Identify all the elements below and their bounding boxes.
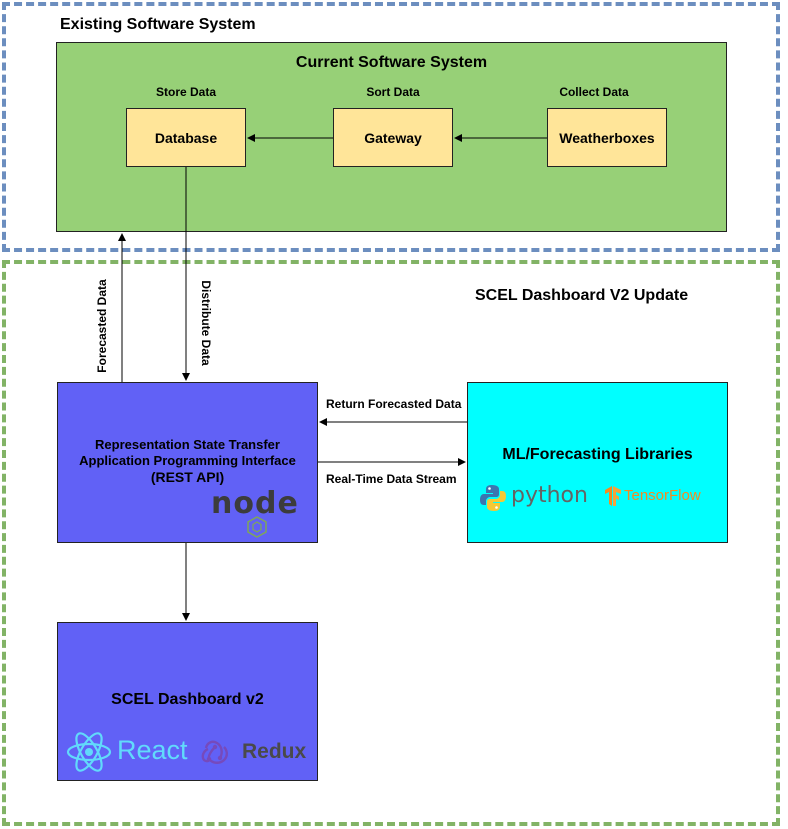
update-section-frame <box>2 260 780 826</box>
tensorflow-logo-icon: TensorFlow <box>604 486 708 510</box>
current-system-title: Current Software System <box>295 54 488 71</box>
database-caption: Store Data <box>155 85 217 99</box>
ml-libraries-title: ML/Forecasting Libraries <box>502 446 693 463</box>
weatherboxes-caption: Collect Data <box>559 85 629 99</box>
node-logo-text: node <box>211 486 299 521</box>
python-logo-text: python <box>511 483 588 508</box>
redux-logo-text: Redux <box>242 740 307 763</box>
forecasted-data-label: Forecasted Data <box>95 279 109 373</box>
existing-system-title: Existing Software System <box>60 16 256 33</box>
rest-api-line2: Application Programming Interface <box>79 453 296 468</box>
gateway-label: Gateway <box>364 129 422 146</box>
python-snake-icon <box>480 485 506 511</box>
database-label: Database <box>154 129 218 146</box>
weatherboxes-node[interactable]: Weatherboxes <box>547 108 667 167</box>
rest-api-text: Representation State Transfer Applicatio… <box>57 437 318 485</box>
distribute-data-label: Distribute Data <box>199 280 213 366</box>
ml-libraries-node[interactable] <box>467 382 728 543</box>
tensorflow-logo-text: TensorFlow <box>624 487 701 504</box>
weatherboxes-label: Weatherboxes <box>559 129 655 146</box>
return-forecasted-label: Return Forecasted Data <box>326 397 462 411</box>
gateway-node[interactable]: Gateway <box>333 108 453 167</box>
react-atom-icon <box>66 732 112 772</box>
update-section-title: SCEL Dashboard V2 Update <box>475 287 689 304</box>
realtime-stream-label: Real-Time Data Stream <box>326 472 457 486</box>
redux-swirl-icon <box>201 740 228 764</box>
redux-logo-icon: Redux <box>199 735 309 771</box>
tensorflow-mark-icon <box>605 486 621 506</box>
existing-system-frame <box>2 2 780 252</box>
python-logo-icon: python <box>480 482 590 516</box>
database-node[interactable]: Database <box>126 108 246 167</box>
rest-api-line3: (REST API) <box>150 469 225 485</box>
rest-api-node[interactable] <box>57 382 318 543</box>
react-logo-icon: React <box>66 730 191 776</box>
node-logo-icon: node <box>211 486 303 538</box>
gateway-caption: Sort Data <box>366 85 420 99</box>
rest-api-line1: Representation State Transfer <box>95 437 280 452</box>
react-logo-text: React <box>117 735 188 765</box>
node-hexagon-icon <box>247 516 267 538</box>
dashboard-title: SCEL Dashboard v2 <box>111 691 264 708</box>
dashboard-node[interactable] <box>57 622 318 781</box>
